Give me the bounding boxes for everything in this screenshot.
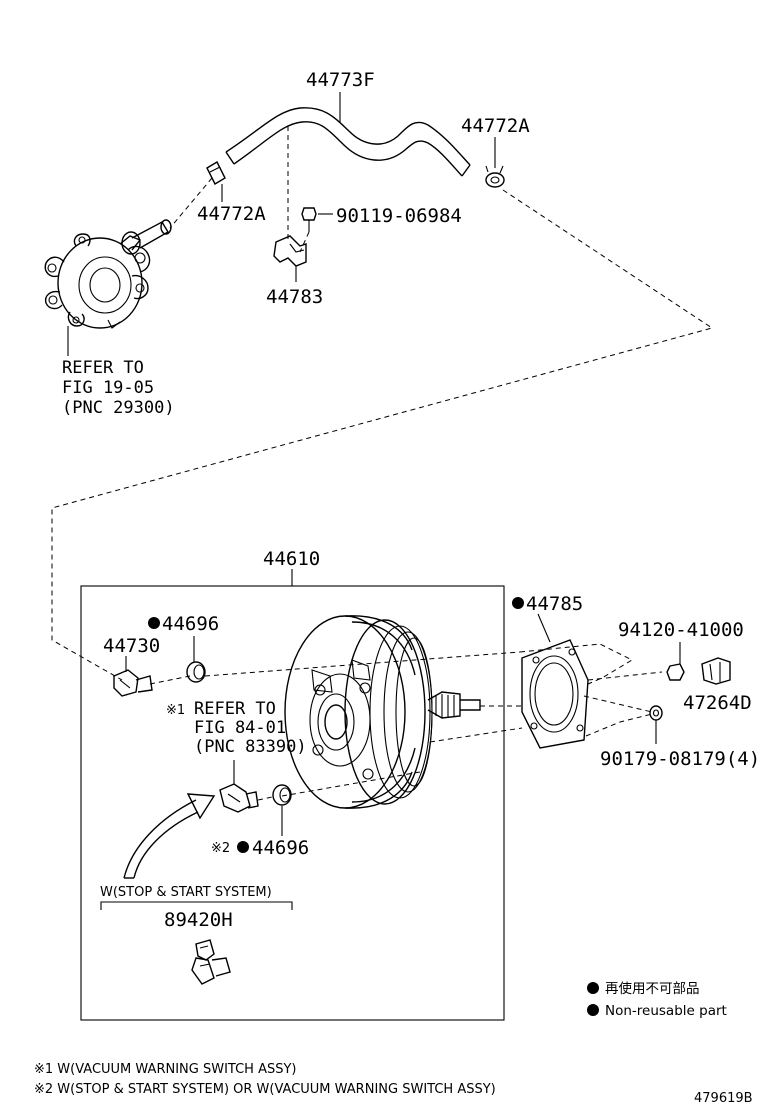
- label-clevis: 47264D: [683, 692, 752, 714]
- check-valve-44730[interactable]: [113, 669, 153, 697]
- non-reusable-dot-grommet-bottom: [237, 841, 249, 853]
- legend-text-2: Non-reusable part: [605, 1003, 727, 1019]
- dash-switch-to-grommet: [257, 796, 273, 801]
- non-reusable-dot-grommet-top: [148, 617, 160, 629]
- grommet-44696-top[interactable]: [186, 661, 206, 683]
- refer-switch-line2: FIG 84-01: [194, 718, 286, 738]
- label-booster: 44610: [263, 548, 320, 570]
- label-clip-right: 44772A: [461, 115, 530, 137]
- label-check-valve: 44730: [103, 635, 160, 657]
- dash-booster-lines: [149, 643, 663, 797]
- refer-switch-line3: (PNC 83390): [194, 737, 307, 757]
- label-grommet-bottom: 44696: [252, 837, 309, 859]
- label-clip-left: 44772A: [197, 203, 266, 225]
- gasket-44785[interactable]: [521, 639, 589, 749]
- figure-id: 479619B: [694, 1091, 753, 1106]
- refer-pump-line2: FIG 19-05: [62, 378, 154, 398]
- condition-bracket: [100, 901, 293, 910]
- sensor-89420H[interactable]: [191, 939, 231, 985]
- label-sensor: 89420H: [164, 909, 233, 931]
- arrow-icon: [123, 793, 216, 879]
- label-bolt: 90119-06984: [336, 205, 462, 227]
- label-stud-nut: 90179-08179(4): [600, 748, 760, 770]
- refer-pump-line3: (PNC 29300): [62, 398, 175, 418]
- nut-94120-41000[interactable]: [666, 663, 685, 681]
- vacuum-hose-44773F[interactable]: [225, 107, 471, 177]
- vacuum-pump-assembly[interactable]: [44, 219, 172, 329]
- footnote-1: ※1 W(VACUUM WARNING SWITCH ASSY): [34, 1062, 296, 1077]
- footnote-2: ※2 W(STOP & START SYSTEM) OR W(VACUUM WA…: [34, 1082, 496, 1097]
- dash-clip-to-pump: [169, 177, 213, 229]
- grommet-bottom-mark: ※2: [211, 841, 230, 856]
- hose-clip-left[interactable]: [206, 161, 226, 185]
- bolt-90119-06984[interactable]: [301, 207, 317, 232]
- hose-bracket-44783[interactable]: [273, 235, 307, 267]
- non-reusable-dot-gasket: [512, 597, 524, 609]
- label-grommet-top: 44696: [162, 613, 219, 635]
- clevis-47264D[interactable]: [701, 657, 731, 685]
- nut-90179-08179[interactable]: [649, 705, 663, 721]
- label-nut: 94120-41000: [618, 619, 744, 641]
- legend-dot-2: [587, 1004, 599, 1016]
- refer-switch-line1: REFER TO: [194, 699, 276, 719]
- legend-dot-1: [587, 982, 599, 994]
- hose-clip-right[interactable]: [485, 165, 505, 188]
- label-gasket: 44785: [526, 593, 583, 615]
- dash-bolt-to-bracket: [299, 231, 310, 253]
- grommet-44696-bottom[interactable]: [272, 784, 292, 806]
- refer-switch[interactable]: REFER TO FIG 84-01 (PNC 83390): [194, 699, 307, 757]
- legend: 再使用不可部品 Non-reusable part: [587, 980, 727, 1019]
- condition-box-label: W(STOP & START SYSTEM): [100, 885, 272, 900]
- refer-pump-line1: REFER TO: [62, 358, 144, 378]
- refer-switch-mark: ※1: [166, 703, 185, 718]
- label-hose: 44773F: [306, 69, 375, 91]
- vacuum-switch[interactable]: [219, 783, 259, 813]
- refer-pump[interactable]: REFER TO FIG 19-05 (PNC 29300): [62, 358, 175, 418]
- label-bracket: 44783: [266, 286, 323, 308]
- dash-hose-to-booster: [51, 189, 714, 681]
- brake-booster-44610[interactable]: [284, 615, 481, 809]
- leader-gasket: [537, 613, 551, 643]
- legend-text-1: 再使用不可部品: [605, 980, 700, 997]
